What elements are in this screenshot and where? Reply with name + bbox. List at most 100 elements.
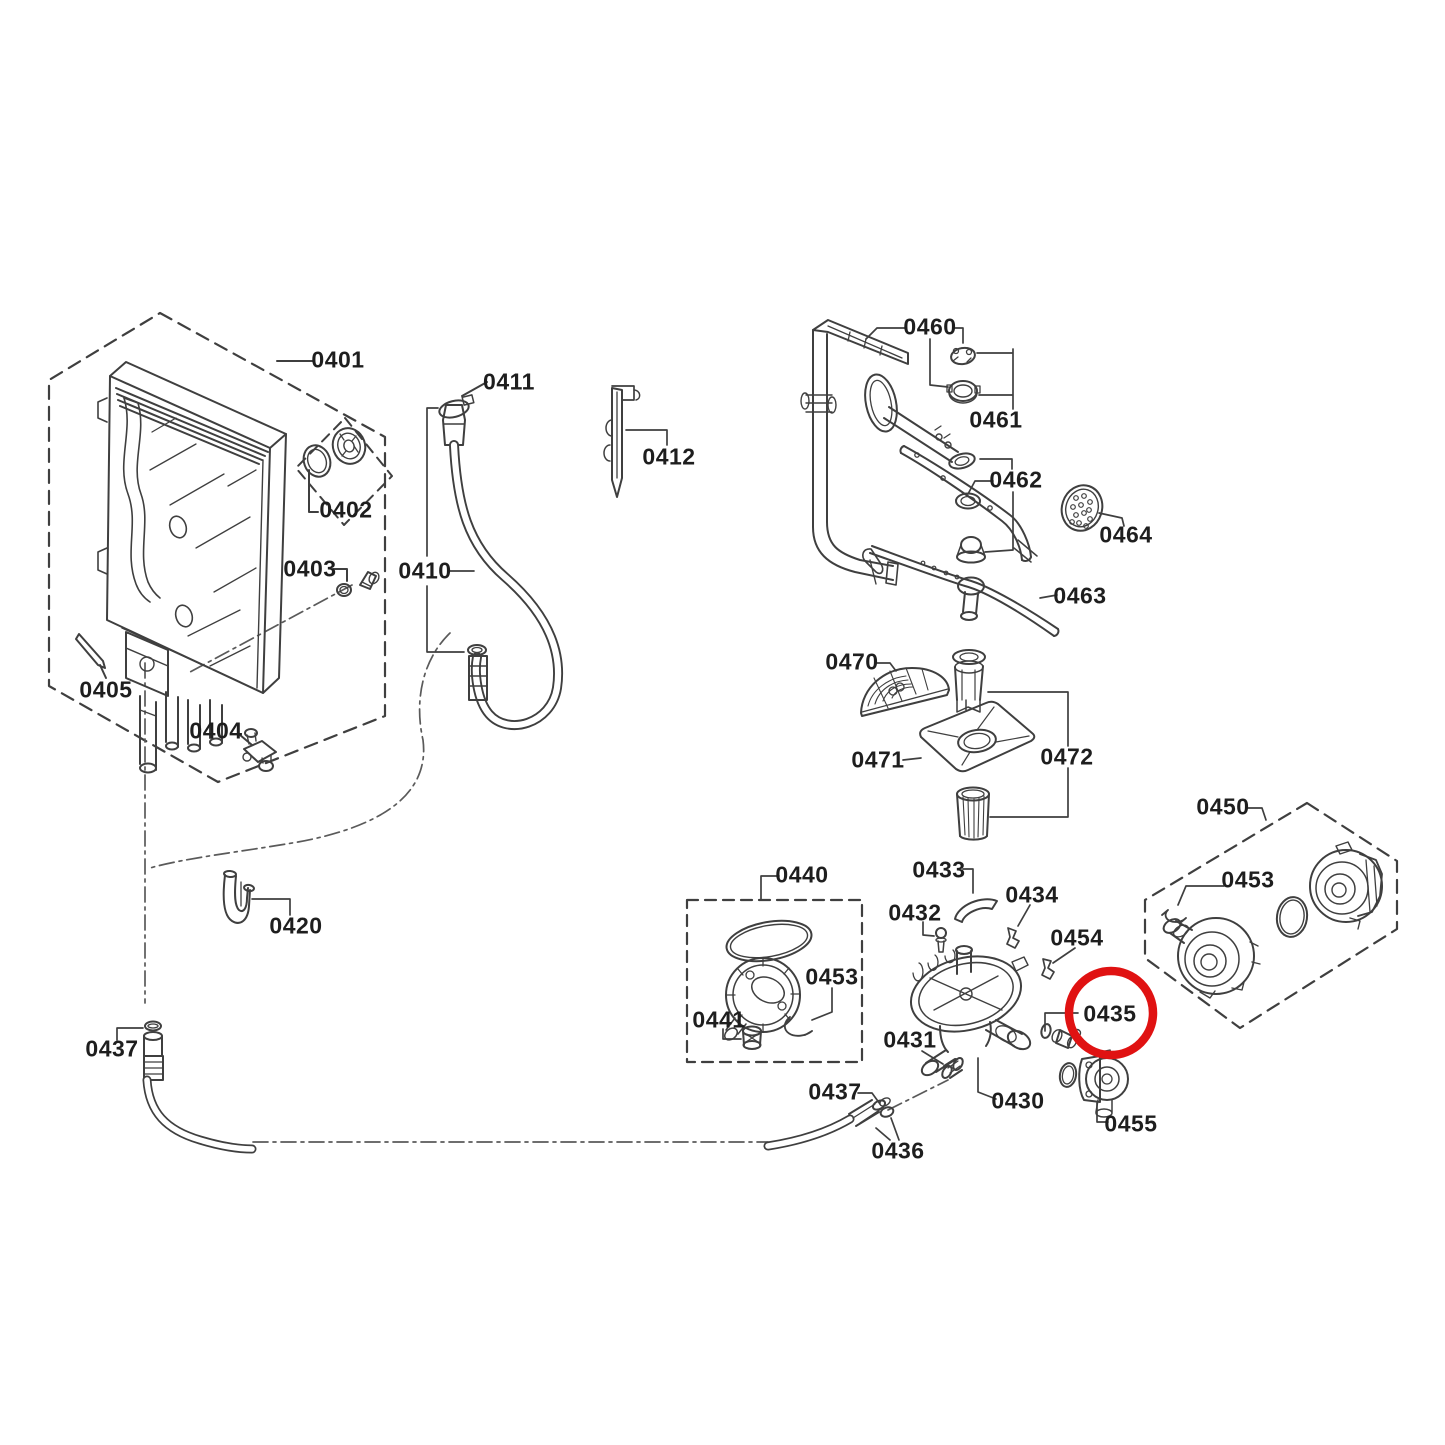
part-label-0410: 0410 — [398, 557, 452, 584]
clip-0434 — [1006, 927, 1020, 949]
part-label-0454: 0454 — [1050, 924, 1104, 951]
part-label-0431: 0431 — [883, 1026, 937, 1053]
leader-0460-left — [865, 327, 906, 340]
grommet-parts-0403 — [332, 568, 380, 597]
leader-0462-cap — [984, 491, 1014, 553]
oring-0435 — [1040, 1023, 1052, 1039]
drain-pump-0455 — [1058, 1049, 1129, 1123]
leader-0463 — [1039, 594, 1058, 599]
part-label-0437-mid: 0437 — [808, 1078, 862, 1105]
part-label-0441: 0441 — [692, 1006, 746, 1033]
clamp-0453-right — [1161, 909, 1187, 924]
part-label-0455: 0455 — [1104, 1110, 1158, 1137]
seal-parts-0402 — [302, 427, 367, 513]
clamp-0411 — [438, 399, 470, 419]
clip-0454 — [1041, 958, 1055, 980]
part-label-0403: 0403 — [283, 555, 337, 582]
leader-0464 — [1098, 512, 1125, 527]
leader-0450 — [1245, 807, 1267, 821]
heatpump-group-0450 — [1161, 807, 1383, 999]
spray-disc-0464 — [1060, 484, 1125, 532]
part-label-0436: 0436 — [871, 1137, 925, 1164]
screw-0432 — [935, 927, 947, 939]
highlight-circle-0435 — [1064, 966, 1158, 1060]
hose-0436 — [763, 1092, 900, 1151]
centerlines — [144, 584, 949, 1143]
pump-kit-0440 — [722, 919, 833, 1050]
leader-0437-left — [116, 1027, 144, 1041]
part-label-0412: 0412 — [642, 443, 696, 470]
leader-0461 — [976, 348, 1014, 410]
assembly-box-0401 — [47, 311, 387, 784]
part-label-0460: 0460 — [903, 313, 957, 340]
clamp-0453-left — [783, 1016, 813, 1037]
leader-0472 — [987, 691, 1069, 818]
leader-0454 — [1052, 947, 1076, 964]
leader-0412 — [625, 429, 668, 446]
part-label-0462: 0462 — [989, 466, 1043, 493]
part-label-0432: 0432 — [888, 899, 942, 926]
leader-0433 — [962, 868, 974, 894]
tank-drawing — [97, 360, 314, 774]
part-label-0461: 0461 — [969, 406, 1023, 433]
part-label-0435-highlighted: 0435 — [1083, 1000, 1137, 1027]
assembly-box-0450 — [1143, 801, 1399, 1030]
leader-0462-hub — [967, 480, 994, 495]
leader-0440 — [760, 875, 780, 900]
part-label-0470: 0470 — [825, 648, 879, 675]
ubend-0420 — [222, 869, 291, 924]
leader-0402 — [308, 469, 319, 513]
pin-part-0405 — [75, 633, 107, 679]
feed-bracket-0460 — [800, 319, 976, 586]
leader-0460-right — [954, 327, 964, 344]
part-label-0463: 0463 — [1053, 582, 1107, 609]
part-label-0404: 0404 — [189, 717, 243, 744]
leader-0462-top — [979, 458, 1013, 470]
part-label-0401: 0401 — [311, 346, 365, 373]
part-label-0453-right: 0453 — [1221, 866, 1275, 893]
leader-0436 — [875, 1117, 900, 1141]
part-label-0464: 0464 — [1099, 521, 1153, 548]
leader-0432 — [922, 921, 935, 937]
part-label-0472: 0472 — [1040, 743, 1094, 770]
leader-0430 — [977, 1057, 997, 1100]
part-label-0434: 0434 — [1005, 881, 1059, 908]
leader-0410 — [426, 407, 475, 653]
bearing-parts-0461 — [946, 346, 1014, 410]
coupling-0431 — [943, 1058, 963, 1079]
leader-0403 — [332, 568, 348, 582]
part-label-0453-left: 0453 — [805, 963, 859, 990]
hose-0410 — [426, 381, 563, 730]
sump-0430 — [909, 945, 1032, 1100]
leader-0441 — [722, 1028, 742, 1040]
part-label-0440: 0440 — [775, 861, 829, 888]
small-parts — [922, 868, 1082, 1049]
part-label-0450: 0450 — [1196, 793, 1250, 820]
part-label-0471: 0471 — [851, 746, 905, 773]
assembly-box-0440 — [685, 898, 864, 1064]
leader-0471 — [902, 757, 922, 761]
valve-part-0404 — [239, 728, 277, 772]
leader-0453-right — [1177, 885, 1225, 906]
part-label-0411: 0411 — [483, 368, 535, 395]
leader-0420 — [251, 898, 291, 916]
hose-0437-left — [116, 1020, 257, 1154]
part-label-0430: 0430 — [991, 1087, 1045, 1114]
leader-0437-mid — [857, 1092, 881, 1105]
part-label-0420: 0420 — [269, 912, 323, 939]
leader-0434 — [1017, 904, 1031, 927]
part-label-0433: 0433 — [912, 856, 966, 883]
leader-0404 — [239, 734, 253, 746]
part-label-0437-left: 0437 — [85, 1035, 139, 1062]
leader-0453-left — [811, 987, 833, 1021]
connector-0435 — [1055, 1029, 1073, 1049]
stake-part-0412 — [603, 385, 668, 498]
leader-0470 — [876, 662, 897, 672]
spray-arm-0462 — [899, 445, 1038, 564]
part-label-0402: 0402 — [319, 496, 373, 523]
leader-0431 — [921, 1050, 944, 1065]
leader-0405 — [99, 664, 107, 679]
assembly-box-0402 — [295, 417, 393, 526]
